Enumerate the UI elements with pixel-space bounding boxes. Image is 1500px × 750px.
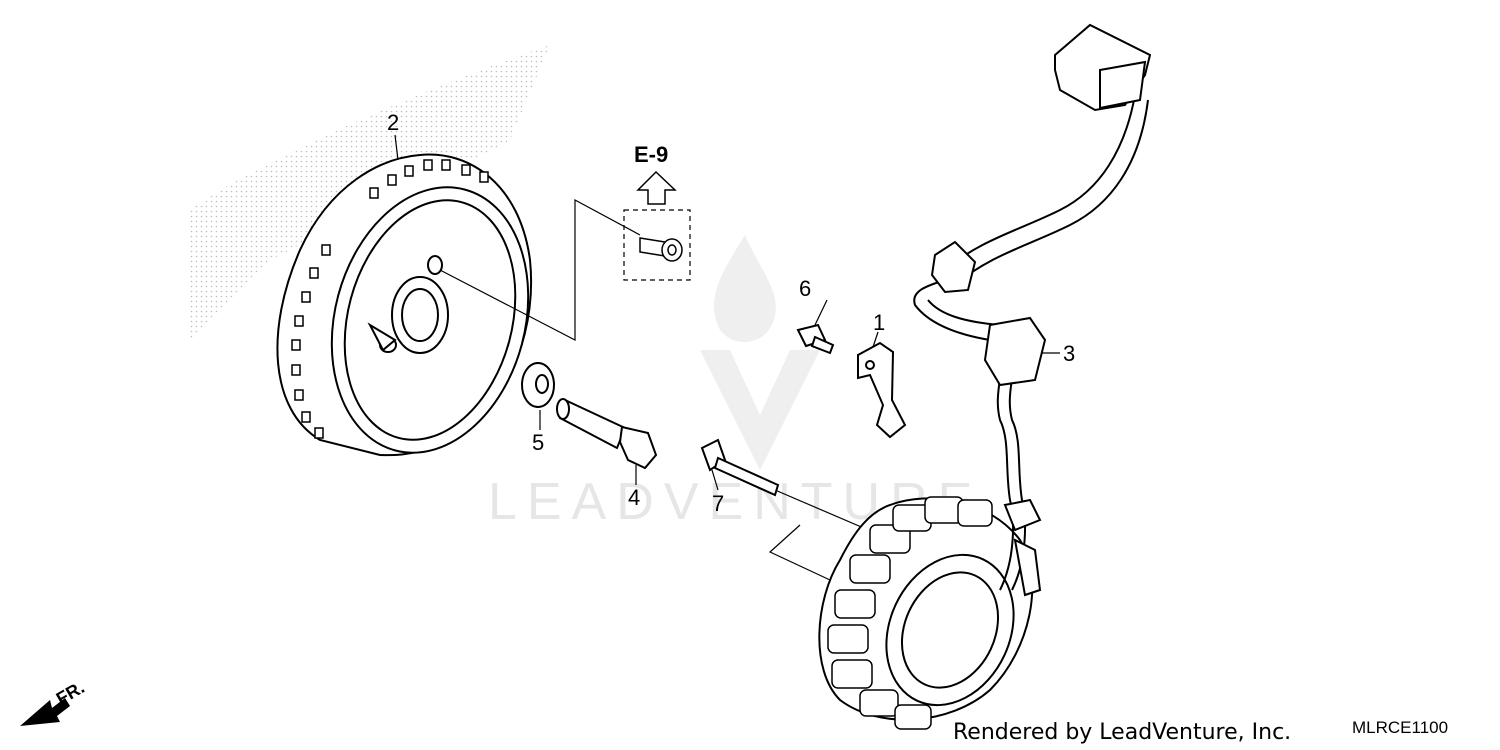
render-credit: Rendered by LeadVenture, Inc. bbox=[953, 720, 1292, 745]
reference-dashed-box bbox=[623, 209, 691, 281]
wiring-harness bbox=[913, 94, 1149, 591]
bolt-stator bbox=[700, 438, 780, 497]
callout-stator-harness: 3 bbox=[1063, 341, 1076, 366]
bolt-long bbox=[556, 398, 658, 470]
callout-flywheel: 2 bbox=[387, 110, 400, 135]
flywheel bbox=[276, 153, 533, 457]
callout-washer: 5 bbox=[532, 430, 545, 455]
front-arrow bbox=[20, 698, 70, 726]
wiring-connector bbox=[1054, 23, 1152, 112]
bracket bbox=[857, 341, 907, 439]
callout-bolt-stator: 7 bbox=[712, 491, 725, 516]
reference-code: E-9 bbox=[634, 142, 669, 167]
watermark-logo bbox=[700, 235, 820, 470]
harness-clamp bbox=[930, 240, 977, 294]
reference-arrow bbox=[636, 170, 677, 205]
callout-bolt-small: 6 bbox=[799, 276, 812, 301]
flywheel-teeth bbox=[291, 159, 489, 439]
callout-bolt-long: 4 bbox=[628, 485, 641, 510]
stator-coils bbox=[827, 496, 993, 730]
harness-grommet bbox=[983, 316, 1047, 597]
diagram-id: MLRCE1100 bbox=[1352, 718, 1449, 737]
bolt-small bbox=[796, 323, 835, 355]
callout-bracket: 1 bbox=[873, 310, 886, 335]
washer bbox=[521, 362, 555, 408]
